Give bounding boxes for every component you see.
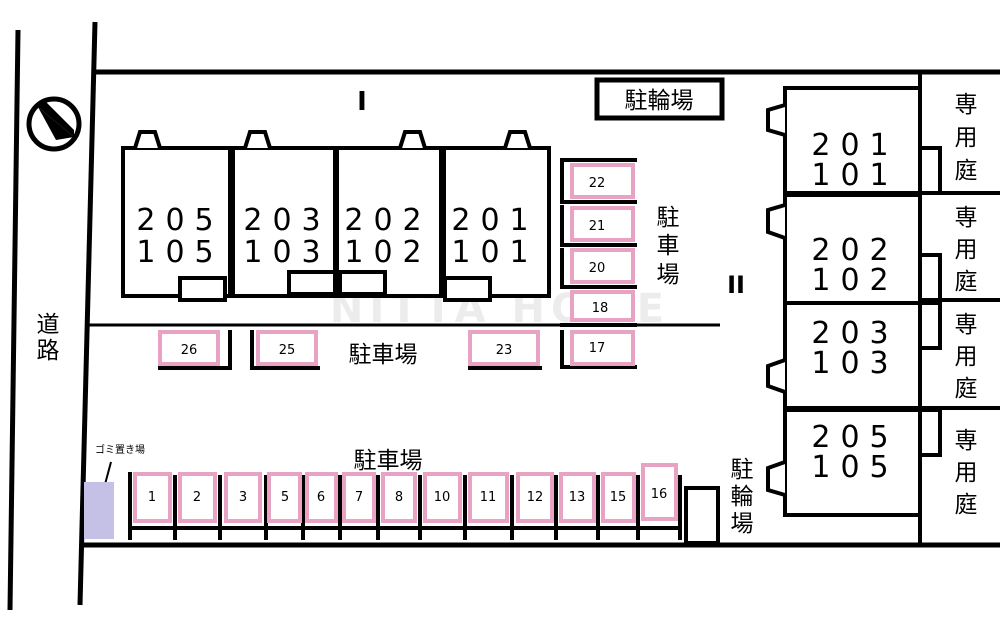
north-arrow-icon (26, 96, 82, 152)
unit-ii-201: 201 (811, 128, 898, 163)
garden-3-c3: 庭 (955, 376, 978, 402)
parking-label-middle: 駐車場 (349, 342, 418, 368)
parking-label-right-3: 場 (657, 262, 680, 288)
parking-space-12: 12 (527, 490, 544, 505)
building-ii-label: II (727, 271, 745, 299)
unit-201-upper: 201 (451, 203, 538, 238)
parking-space-8: 8 (395, 490, 403, 505)
unit-105-lower: 105 (136, 235, 223, 270)
unit-ii-103: 103 (811, 346, 898, 381)
unit-ii-105: 105 (811, 450, 898, 485)
parking-right-column: 22 21 20 18 17 (560, 158, 637, 369)
parking-space-6: 6 (317, 490, 325, 505)
parking-space-25: 25 (279, 343, 296, 358)
parking-space-15: 15 (610, 490, 627, 505)
parking-bottom-row: 1 2 3 5 6 7 8 10 11 12 13 15 16 (128, 463, 682, 540)
garden-1-c1: 専 (955, 92, 978, 118)
parking-label-right-2: 車 (657, 233, 680, 259)
road-label-1: 道 (37, 312, 60, 338)
parking-space-22: 22 (589, 176, 606, 191)
parking-space-3: 3 (239, 490, 247, 505)
garden-3-c2: 用 (955, 344, 978, 370)
garbage-label: ゴミ置き場 (95, 443, 145, 456)
parking-space-13: 13 (569, 490, 586, 505)
parking-space-20: 20 (589, 261, 606, 276)
parking-middle-row: 26 25 23 (158, 330, 542, 370)
parking-space-17: 17 (589, 341, 606, 356)
parking-space-23: 23 (496, 343, 513, 358)
garden-4-c2: 用 (955, 460, 978, 486)
unit-101-lower: 101 (451, 235, 538, 270)
bike-parking-right-2: 輪 (731, 484, 754, 510)
parking-space-7: 7 (355, 490, 363, 505)
parking-space-16: 16 (651, 487, 668, 502)
unit-ii-102: 102 (811, 263, 898, 298)
bike-parking-right-3: 場 (731, 511, 754, 537)
garden-2-c1: 専 (955, 205, 978, 231)
parking-space-1: 1 (148, 490, 156, 505)
unit-102-lower: 102 (344, 235, 431, 270)
unit-202-upper: 202 (344, 203, 431, 238)
garden-1-c2: 用 (955, 125, 978, 151)
bike-parking-top: 駐輪場 (594, 77, 725, 121)
unit-ii-202: 202 (811, 233, 898, 268)
parking-space-21: 21 (589, 219, 606, 234)
garden-2-c2: 用 (955, 237, 978, 263)
garden-1-c3: 庭 (955, 158, 978, 184)
parking-space-10: 10 (434, 490, 451, 505)
parking-label-bottom: 駐車場 (354, 448, 423, 474)
parking-label-right-1: 駐 (657, 205, 680, 231)
garbage-area (84, 482, 114, 539)
building-i-label: I (357, 87, 367, 117)
parking-space-2: 2 (193, 490, 201, 505)
garden-2-c3: 庭 (955, 269, 978, 295)
parking-space-18: 18 (592, 301, 609, 316)
garden-4-c1: 専 (955, 428, 978, 454)
unit-103-lower: 103 (243, 235, 330, 270)
unit-203-upper: 203 (243, 203, 330, 238)
building-ii (766, 72, 1000, 545)
bike-parking-top-label: 駐輪場 (625, 88, 694, 114)
road-label-2: 路 (37, 338, 60, 364)
bike-parking-right-box (684, 486, 720, 545)
bike-parking-right-1: 駐 (731, 457, 754, 483)
site-boundary (77, 21, 1000, 606)
unit-ii-101: 101 (811, 158, 898, 193)
unit-205-upper: 205 (136, 203, 223, 238)
parking-space-5: 5 (281, 490, 289, 505)
garden-4-c3: 庭 (955, 492, 978, 518)
parking-space-11: 11 (480, 490, 497, 505)
building-i (121, 130, 551, 302)
garden-3-c1: 専 (955, 312, 978, 338)
road-edge (7, 29, 21, 611)
unit-ii-205: 205 (811, 420, 898, 455)
parking-space-26: 26 (181, 343, 198, 358)
unit-ii-203: 203 (811, 316, 898, 351)
